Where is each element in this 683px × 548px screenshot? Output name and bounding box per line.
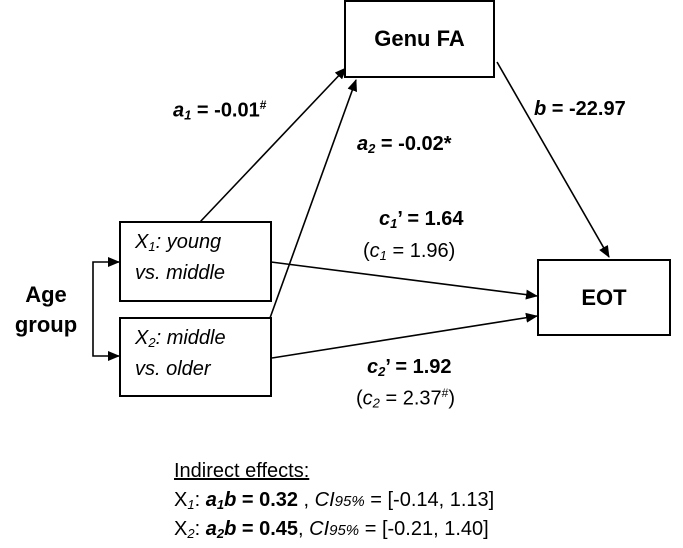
arrow-b (496, 61, 610, 258)
mediator-label: Genu FA (374, 26, 465, 51)
coef-a1: a1 = -0.01# (173, 98, 267, 123)
coef-a2: a2 = -0.02* (357, 133, 452, 156)
outcome-box: EOT (537, 259, 671, 336)
age-group-label: Age group (14, 282, 78, 337)
coef-c1-total: (c1 = 1.96) (363, 240, 456, 263)
x1-line1: X1: young (135, 231, 222, 254)
outcome-label: EOT (581, 284, 627, 310)
coef-c1-prime: c1’ = 1.64 (379, 208, 464, 231)
bracket-arrowhead-top (108, 257, 120, 267)
bracket-arrowhead-bottom (108, 351, 120, 361)
indirect-effect-row-1: X1: a1b = 0.32 , CI95% = [-0.14, 1.13] (174, 489, 495, 512)
mediator-box: Genu FA (344, 0, 495, 78)
x2-line1: X2: middle (135, 327, 226, 350)
arrow-a2 (269, 79, 357, 319)
coef-c2-total: (c2 = 2.37#) (356, 386, 455, 411)
arrow-c1 (270, 261, 538, 300)
x1-line2: vs. middle (135, 262, 226, 284)
x1-box: X1: young vs. middle (119, 221, 272, 302)
arrow-c2 (271, 312, 538, 359)
indirect-effect-row-2: X2: a2b = 0.45, CI95% = [-0.21, 1.40] (174, 518, 489, 541)
indirect-effects-title: Indirect effects: (174, 460, 310, 482)
coef-b: b = -22.97 (534, 98, 626, 120)
arrow-a1 (199, 67, 347, 223)
x2-line2: vs. older (135, 358, 211, 380)
coef-c2-prime: c2’ = 1.92 (367, 356, 452, 379)
bracket-age-group (92, 261, 119, 357)
x2-box: X2: middle vs. older (119, 317, 272, 397)
